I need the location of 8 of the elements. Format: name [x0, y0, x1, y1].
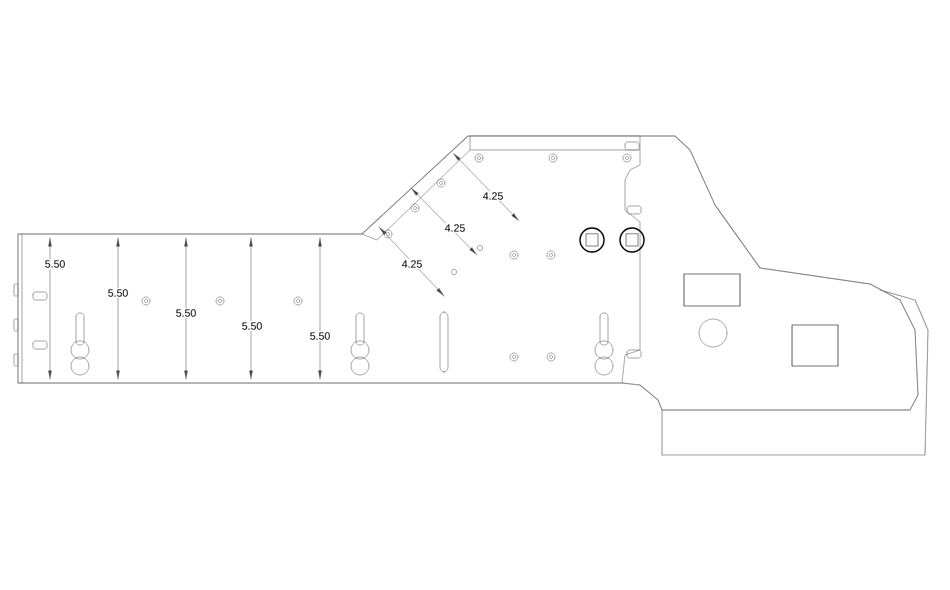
dimension-label: 5.50	[106, 288, 130, 298]
dimension-label: 4.25	[482, 191, 504, 201]
dimension-label: 5.50	[308, 331, 332, 341]
dimension-label: 5.50	[174, 308, 198, 318]
dimension-label: 5.50	[44, 259, 66, 269]
dimension-label: 5.50	[240, 321, 264, 331]
dimension-label: 4.25	[400, 259, 424, 269]
dimension-label: 4.25	[444, 223, 466, 233]
